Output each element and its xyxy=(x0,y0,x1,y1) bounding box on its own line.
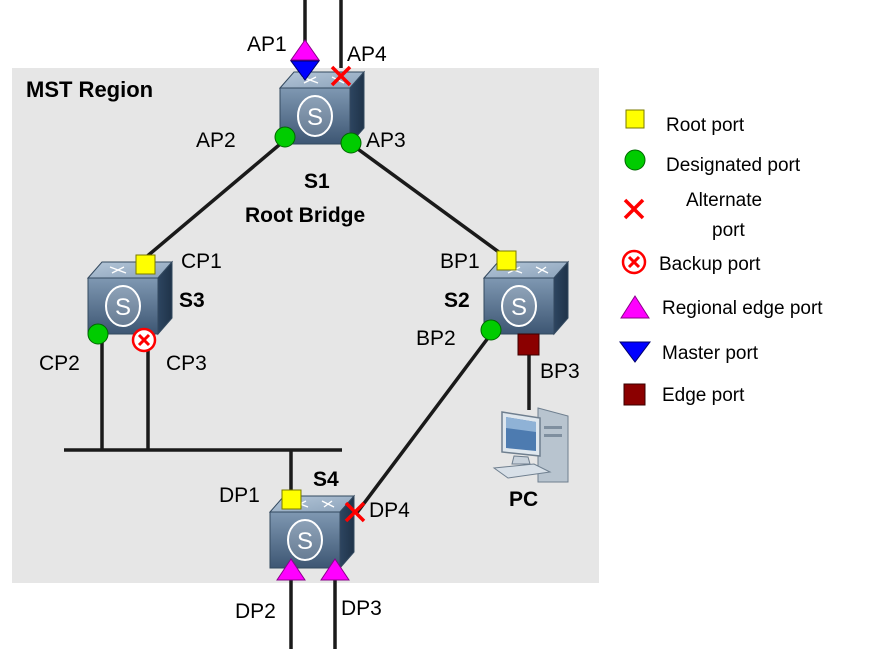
port-label-dp4: DP4 xyxy=(369,499,410,522)
legend-root-port-icon xyxy=(625,109,645,129)
port-label-ap4: AP4 xyxy=(347,43,387,66)
port-labels: AP1 AP4 AP2 AP3 CP1 CP2 CP3 BP1 BP2 BP3 … xyxy=(39,33,580,623)
legend-designated-port-icon xyxy=(624,149,646,171)
legend-regional-edge-port-icon xyxy=(620,295,650,319)
switch-s2-name: S2 xyxy=(444,289,470,312)
ap1-master-marker xyxy=(290,60,320,81)
dp1-root-marker xyxy=(281,489,302,510)
pc-name: PC xyxy=(509,488,538,511)
port-label-bp1: BP1 xyxy=(440,250,480,273)
legend-master-port-icon xyxy=(619,341,651,363)
port-label-cp3: CP3 xyxy=(166,352,207,375)
switch-s4-name: S4 xyxy=(313,468,339,491)
switch-s3[interactable]: S xyxy=(87,261,173,335)
switch-s3-glyph: S xyxy=(115,294,131,321)
root-bridge-label: Root Bridge xyxy=(245,204,365,227)
link-s1-s2 xyxy=(349,142,509,260)
legend-designated-port-label: Designated port xyxy=(666,155,801,176)
switch-s2[interactable]: S xyxy=(483,261,569,335)
switch-s4-glyph: S xyxy=(297,528,313,555)
port-label-dp3: DP3 xyxy=(341,597,382,620)
pc-icon[interactable] xyxy=(492,407,569,483)
port-label-bp2: BP2 xyxy=(416,327,456,350)
switch-s3-name: S3 xyxy=(179,289,205,312)
legend-edge-port-label: Edge port xyxy=(662,385,745,406)
switch-s4[interactable]: S xyxy=(269,495,355,569)
ports xyxy=(87,39,540,581)
legend-alternate-port-label-line2: port xyxy=(712,220,745,241)
legend-edge-port-icon xyxy=(623,383,646,406)
port-label-ap2: AP2 xyxy=(196,129,236,152)
legend-alternate-port-icon xyxy=(623,198,645,220)
legend-backup-port-icon xyxy=(621,249,647,275)
legend-alternate-port-label-line1: Alternate xyxy=(686,190,762,211)
dp4-alternate-marker xyxy=(344,501,366,523)
bp2-designated-marker xyxy=(480,319,502,341)
legend: Root port Designated port Alternate port… xyxy=(619,109,823,406)
ap3-designated-marker xyxy=(340,132,362,154)
port-label-bp3: BP3 xyxy=(540,360,580,383)
switch-s1[interactable]: S xyxy=(279,71,365,145)
legend-regional-edge-port-label: Regional edge port xyxy=(662,298,823,319)
legend-root-port-label: Root port xyxy=(666,115,745,136)
legend-master-port-label: Master port xyxy=(662,343,759,364)
port-label-ap3: AP3 xyxy=(366,129,406,152)
port-label-dp1: DP1 xyxy=(219,484,260,507)
bp1-root-marker xyxy=(496,250,517,271)
cp3-backup-marker xyxy=(131,327,157,353)
port-label-cp1: CP1 xyxy=(181,250,222,273)
ap1-regional-edge-marker xyxy=(290,39,320,61)
ap2-designated-marker xyxy=(274,126,296,148)
links xyxy=(64,0,531,649)
switch-s1-glyph: S xyxy=(307,104,323,131)
port-label-cp2: CP2 xyxy=(39,352,80,375)
port-label-ap1: AP1 xyxy=(247,33,287,56)
cp1-root-marker xyxy=(135,254,156,275)
bp3-edge-marker xyxy=(517,333,540,356)
region-title: MST Region xyxy=(26,77,153,102)
legend-backup-port-label: Backup port xyxy=(659,254,761,275)
dp3-regional-edge-marker xyxy=(320,558,350,581)
link-s1-s3 xyxy=(143,138,287,260)
dp2-regional-edge-marker xyxy=(276,558,306,581)
link-s2-s4 xyxy=(354,332,493,516)
port-label-dp2: DP2 xyxy=(235,600,276,623)
switch-s1-name: S1 xyxy=(304,170,330,193)
ap4-alternate-marker xyxy=(330,65,352,87)
cp2-designated-marker xyxy=(87,323,109,345)
switch-s2-glyph: S xyxy=(511,294,527,321)
